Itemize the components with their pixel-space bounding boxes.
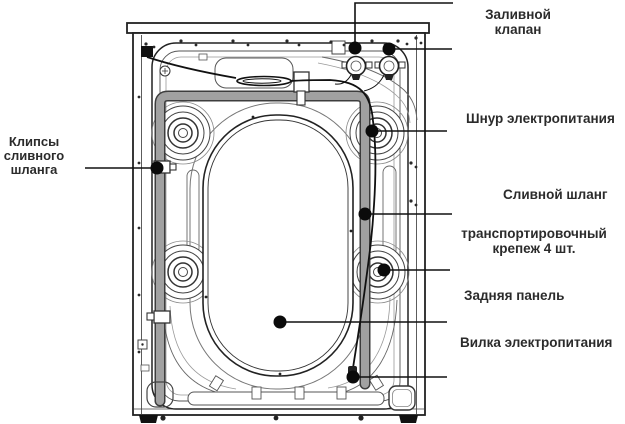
top-panel-edge (126, 22, 430, 34)
base-bolt (160, 415, 166, 421)
pump-access-cover (388, 385, 416, 411)
callout-dot-hose-clips (150, 161, 164, 175)
bottom-left-curve-2 (169, 305, 237, 390)
rib-mark-angled (208, 375, 225, 392)
label-power-plug: Вилка электропитания (460, 335, 613, 350)
label-drain-hose: Сливной шланг (503, 187, 608, 202)
side-latch-small (140, 364, 150, 372)
callout-dots (150, 41, 396, 384)
foot-left (139, 415, 158, 423)
top-emboss (214, 57, 294, 89)
base-bolt (358, 415, 364, 421)
feet (139, 415, 418, 423)
drain-hose (146, 90, 371, 408)
transport-bolt-bottom-left (151, 240, 215, 304)
inlet-channel-curve-2 (317, 62, 411, 124)
hose-end-holder (146, 381, 174, 408)
label-back-panel: Задняя панель (464, 288, 565, 303)
valve-hose-curve (334, 74, 352, 85)
valve-hose-curve (363, 74, 385, 92)
foot-right (399, 415, 418, 423)
rib-mark (294, 386, 305, 400)
hose-clip-top (293, 71, 310, 106)
callout-dot-drain-hose (358, 207, 372, 221)
drum-tick (278, 372, 282, 376)
base-rib (187, 391, 385, 406)
rib-mark (251, 386, 262, 400)
bottom-right-curve-2 (327, 297, 391, 389)
callout-dot-back-panel (273, 315, 287, 329)
drum-tick (349, 229, 353, 233)
callout-leaders (85, 2, 453, 378)
callout-dot-fill-valve-2 (382, 42, 396, 56)
label-fill-valve: Заливной клапан (485, 7, 551, 37)
screws-and-details (137, 36, 423, 372)
callout-dot-transport-bolts (377, 263, 391, 277)
drum-tick (251, 115, 255, 119)
cord-coil-inner (242, 78, 282, 84)
screw-cross (162, 68, 168, 74)
valve-panel-square (331, 40, 346, 55)
hose-clip-left-lower (146, 310, 171, 324)
callout-dot-power-plug (346, 370, 360, 384)
cord-anchor (141, 46, 153, 57)
fill-valve-left (341, 55, 373, 80)
callout-dot-power-cord (365, 124, 379, 138)
hose-clips (146, 71, 310, 324)
panel-embosses (162, 56, 418, 406)
label-hose-clips: Клипсы сливного шланга (3, 134, 65, 177)
drum-tick (204, 295, 208, 299)
base-bolt (273, 415, 279, 421)
panel-tiny-rect (198, 53, 208, 61)
callout-line-fill-valve-1 (354, 2, 453, 48)
label-power-cord: Шнур электропитания (466, 111, 615, 126)
drum-opening (202, 114, 354, 377)
fill-valve-right (374, 55, 406, 80)
label-transport-bolts: транспортировочный крепеж 4 шт. (461, 226, 607, 256)
fill-valves (331, 40, 406, 80)
callout-dot-fill-valve-1 (348, 41, 362, 55)
rib-mark (336, 386, 347, 400)
